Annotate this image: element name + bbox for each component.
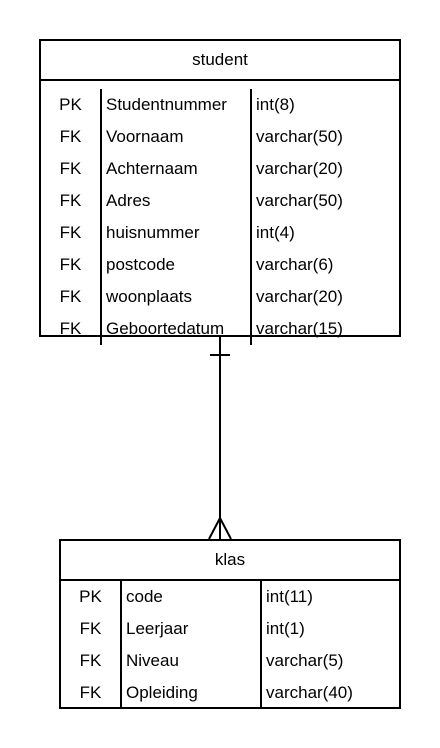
student-attribute-row: FK Adres varchar(50) [41,185,399,217]
attribute-name: postcode [106,255,175,274]
attribute-type: int(1) [266,619,305,638]
key-label: FK [59,319,82,338]
student-attribute-row: PK Studentnummer int(8) [41,89,399,121]
key-label: FK [79,683,102,702]
key-label: FK [59,255,82,274]
many-cardinality-crowfoot [208,515,232,540]
key-label: FK [59,127,82,146]
attribute-type: varchar(20) [256,287,343,306]
klas-type-column-divider [260,581,262,709]
attribute-name: Studentnummer [106,95,227,114]
student-attribute-row: FK Geboortedatum varchar(15) [41,313,399,345]
student-attribute-row: FK postcode varchar(6) [41,249,399,281]
key-label: FK [59,287,82,306]
key-label: FK [79,619,102,638]
attribute-type: int(8) [256,95,295,114]
key-label: FK [79,651,102,670]
attribute-name: Niveau [126,651,179,670]
attribute-name: huisnummer [106,223,200,242]
attribute-type: varchar(50) [256,127,343,146]
attribute-type: varchar(15) [256,319,343,338]
student-key-column-divider [100,89,102,345]
student-attribute-row: FK Achternaam varchar(20) [41,153,399,185]
klas-attribute-row: FK Niveau varchar(5) [61,645,399,677]
attribute-name: Leerjaar [126,619,189,638]
attribute-name: Opleiding [126,683,198,702]
klas-entity-title: klas [61,541,399,581]
attribute-type: varchar(20) [256,159,343,178]
klas-key-column-divider [120,581,122,709]
attribute-name: Adres [106,191,151,210]
student-attribute-table: PK Studentnummer int(8) FK Voornaam varc… [41,89,399,345]
attribute-name: code [126,587,163,606]
student-attribute-row: FK Voornaam varchar(50) [41,121,399,153]
attribute-type: varchar(6) [256,255,334,274]
attribute-type: int(4) [256,223,295,242]
klas-attribute-table: PK code int(11) FK Leerjaar int(1) FK Ni… [61,581,399,709]
attribute-type: int(11) [266,587,313,606]
key-label: FK [59,191,82,210]
attribute-name: Achternaam [106,159,198,178]
student-attribute-row: FK woonplaats varchar(20) [41,281,399,313]
key-label: PK [79,587,102,606]
klas-attribute-row: FK Opleiding varchar(40) [61,677,399,709]
attribute-type: varchar(5) [266,651,344,670]
student-attribute-row: FK huisnummer int(4) [41,217,399,249]
attribute-name: Geboortedatum [106,319,225,338]
attribute-type: varchar(50) [256,191,343,210]
attribute-name: Voornaam [106,127,184,146]
klas-attribute-row: PK code int(11) [61,581,399,613]
attribute-type: varchar(40) [266,683,353,702]
student-type-column-divider [250,89,252,345]
student-entity-title: student [41,41,399,81]
klas-attribute-row: FK Leerjaar int(1) [61,613,399,645]
attribute-name: woonplaats [106,287,193,306]
key-label: FK [59,159,82,178]
key-label: FK [59,223,82,242]
klas-entity[interactable]: klas PK code int(11) FK Leerjaar int(1) … [59,539,401,709]
student-entity[interactable]: student PK Studentnummer int(8) FK Voorn… [39,39,401,345]
key-label: PK [59,95,82,114]
